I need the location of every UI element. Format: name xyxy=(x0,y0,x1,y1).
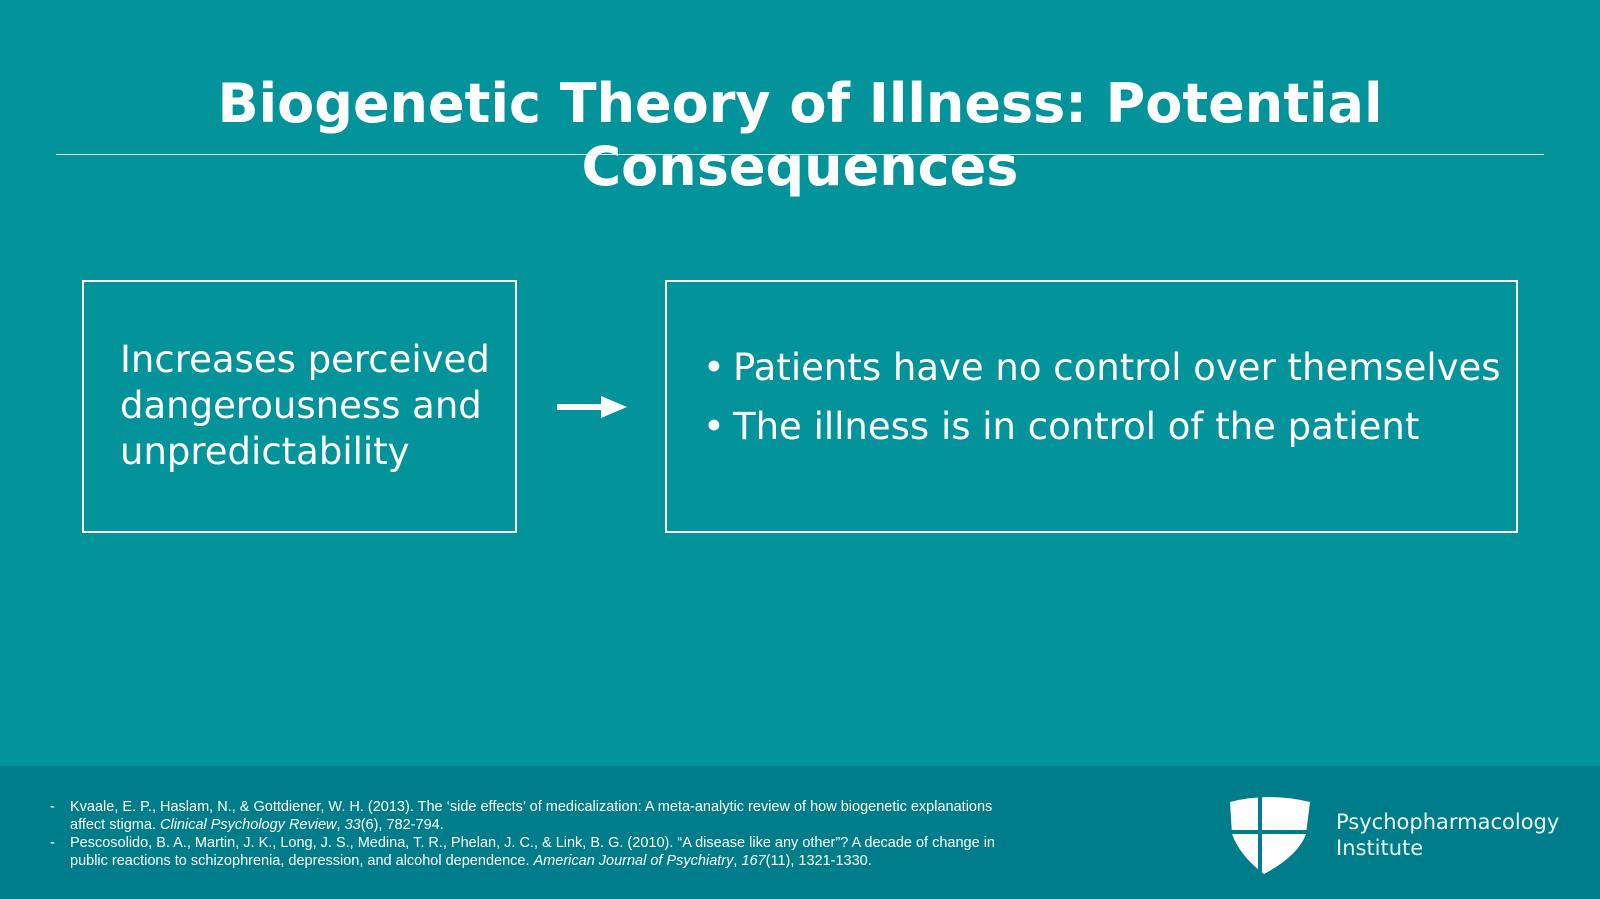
reference-text: Pescosolido, B. A., Martin, J. K., Long,… xyxy=(70,835,995,869)
consequences-box: Patients have no control over themselves… xyxy=(665,280,1518,533)
shield-logo-icon xyxy=(1228,794,1312,874)
slide-title: Biogenetic Theory of Illness: Potential … xyxy=(217,72,1383,198)
title-divider xyxy=(56,154,1544,155)
cause-box: Increases perceived dangerousness and un… xyxy=(82,280,517,533)
reference-journal: Clinical Psychology Review xyxy=(160,817,337,833)
footer: - Kvaale, E. P., Haslam, N., & Gottdiene… xyxy=(0,766,1600,899)
reference-text: Kvaale, E. P., Haslam, N., & Gottdiener,… xyxy=(70,799,993,833)
list-dash: - xyxy=(50,799,55,815)
reference-pages: (6), 782-794. xyxy=(360,817,444,833)
reference-volume: 167 xyxy=(741,853,766,869)
reference-journal: American Journal of Psychiatry xyxy=(533,853,734,869)
reference-pages: (11), 1321-1330. xyxy=(765,853,872,869)
references: - Kvaale, E. P., Haslam, N., & Gottdiene… xyxy=(50,798,1000,870)
cause-text: Increases perceived dangerousness and un… xyxy=(120,338,490,473)
reference-item: - Pescosolido, B. A., Martin, J. K., Lon… xyxy=(50,834,1000,870)
logo-line2: Institute xyxy=(1336,836,1424,860)
list-dash: - xyxy=(50,835,55,851)
reference-volume: 33 xyxy=(344,817,361,833)
logo-text: Psychopharmacology Institute xyxy=(1336,809,1559,861)
consequence-item: The illness is in control of the patient xyxy=(703,405,1516,448)
reference-item: - Kvaale, E. P., Haslam, N., & Gottdiene… xyxy=(50,798,1000,834)
logo-line1: Psychopharmacology xyxy=(1336,810,1560,834)
reference-sep: , xyxy=(336,817,345,833)
consequence-item: Patients have no control over themselves xyxy=(703,346,1516,389)
reference-sep: , xyxy=(733,853,742,869)
right-arrow-icon xyxy=(557,396,627,418)
